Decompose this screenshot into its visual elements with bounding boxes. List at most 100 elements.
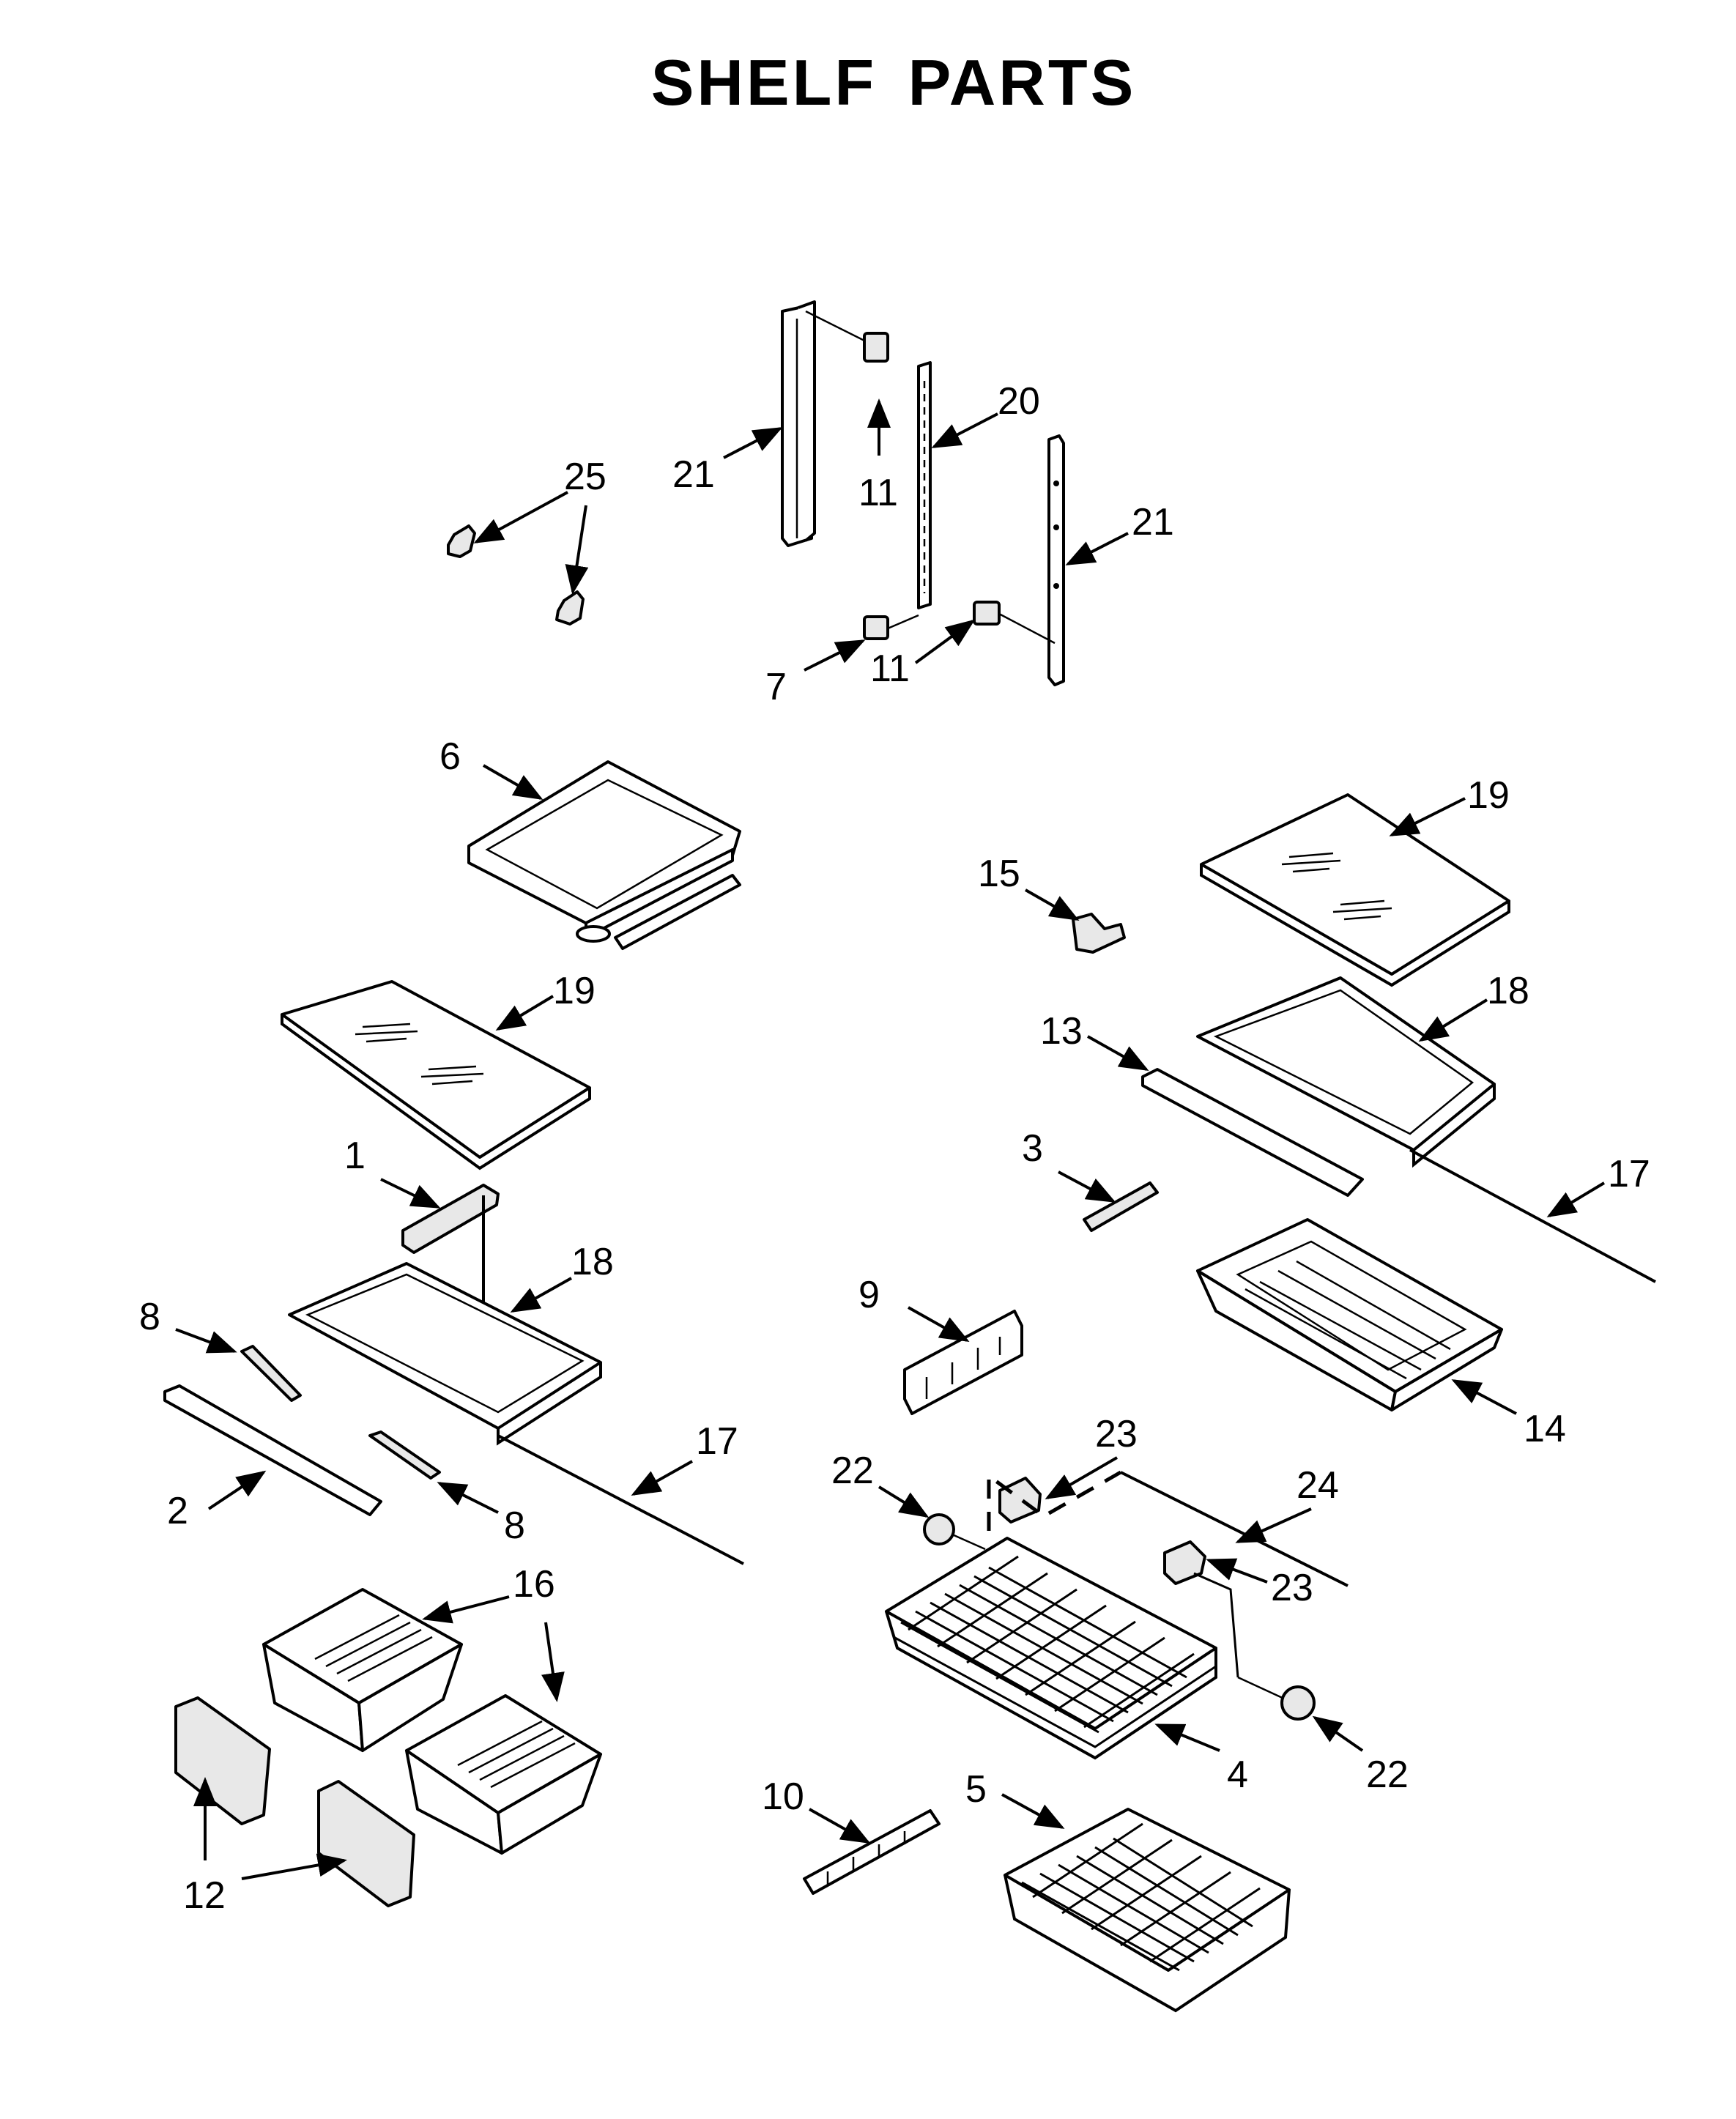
- wire-basket-5: [1004, 1808, 1291, 2013]
- screw-7: [863, 614, 919, 640]
- leader-10: [809, 1808, 871, 1844]
- callout-18a: 18: [1487, 970, 1529, 1012]
- glass-shelf-19-right: [1200, 793, 1510, 987]
- leader-2: [207, 1470, 267, 1510]
- shelf-bracket-15: [1072, 913, 1126, 954]
- divider-10: [803, 1809, 941, 1895]
- clip-3: [1083, 1181, 1159, 1232]
- callout-19a: 19: [553, 970, 596, 1012]
- shelf-clip-1: [401, 1184, 500, 1315]
- screw-11-top: [805, 310, 889, 363]
- leader-21a: [723, 427, 783, 459]
- drawer-14: [1196, 1218, 1503, 1411]
- sliding-shelf-6: [467, 760, 741, 950]
- callout-21a: 21: [672, 453, 715, 496]
- rail-21-left: [781, 300, 816, 547]
- leader-8b: [437, 1482, 499, 1514]
- slide-rod-17-left: [497, 1434, 744, 1565]
- shelf-frame-18-right: [1196, 976, 1496, 1168]
- leader-11b: [914, 619, 976, 664]
- callout-1: 1: [344, 1135, 366, 1177]
- callout-9: 9: [858, 1274, 880, 1316]
- rail-21-right: [1047, 434, 1065, 686]
- rail-20-center: [917, 361, 932, 609]
- callout-20: 20: [998, 380, 1040, 423]
- leader-5: [1001, 1793, 1065, 1829]
- callout-8a: 8: [139, 1296, 160, 1338]
- leader-17b: [631, 1460, 693, 1496]
- callout-22a: 22: [831, 1450, 874, 1492]
- leader-3: [1058, 1170, 1116, 1203]
- leader-21b: [1065, 532, 1129, 565]
- leader-23a: [1045, 1456, 1119, 1500]
- callout-16: 16: [513, 1563, 555, 1606]
- callout-21b: 21: [1132, 501, 1174, 543]
- rail-bracket-23-lower: [1163, 1540, 1239, 1678]
- leader-8a: [175, 1328, 237, 1354]
- callout-23b: 23: [1271, 1567, 1313, 1609]
- basket-rail-24: [987, 1470, 1349, 1587]
- callout-2: 2: [167, 1490, 188, 1532]
- leader-16: [422, 1595, 565, 1702]
- callout-23a: 23: [1095, 1413, 1138, 1455]
- callout-12: 12: [183, 1874, 226, 1917]
- crisper-bin-16-left: [262, 1588, 463, 1752]
- leader-17a: [1546, 1181, 1606, 1218]
- leader-22a: [878, 1485, 930, 1518]
- leader-24: [1235, 1507, 1312, 1543]
- leader-13: [1087, 1035, 1149, 1071]
- clip-8-upper: [240, 1345, 302, 1402]
- rail-bracket-23-upper: [998, 1477, 1042, 1524]
- leader-9: [908, 1306, 970, 1342]
- leader-23b: [1206, 1558, 1268, 1584]
- callout-25: 25: [564, 456, 607, 498]
- leader-7: [804, 639, 866, 672]
- callout-19b: 19: [1467, 774, 1510, 817]
- callout-17b: 17: [696, 1420, 738, 1463]
- crisper-cover-12-left: [174, 1696, 271, 1825]
- callout-6: 6: [439, 735, 461, 778]
- leader-15: [1025, 888, 1080, 921]
- callout-18b: 18: [571, 1241, 614, 1283]
- leader-6: [483, 764, 544, 800]
- leader-19b: [1389, 797, 1466, 836]
- clip-8-lower: [368, 1430, 441, 1480]
- leader-18a: [1418, 998, 1488, 1042]
- callout-15: 15: [978, 853, 1020, 895]
- callout-11b: 11: [870, 647, 910, 690]
- leader-12: [193, 1777, 347, 1880]
- callout-8b: 8: [504, 1504, 525, 1547]
- callout-5: 5: [965, 1768, 987, 1811]
- glass-shelf-19-left: [281, 980, 591, 1170]
- callout-3: 3: [1022, 1127, 1043, 1170]
- leader-4: [1154, 1723, 1220, 1752]
- leader-1: [380, 1178, 441, 1209]
- roller-22-lower: [1237, 1676, 1316, 1721]
- leader-18b: [510, 1277, 572, 1313]
- leader-19a: [495, 995, 554, 1031]
- callout-24: 24: [1297, 1464, 1339, 1507]
- callout-13: 13: [1040, 1010, 1083, 1053]
- slide-rod-17-right: [1409, 1148, 1656, 1283]
- callout-11a: 11: [858, 472, 898, 514]
- shelf-trim-13: [1141, 1068, 1364, 1197]
- leader-20: [931, 412, 998, 448]
- shelf-trim-2: [163, 1384, 382, 1516]
- callout-7: 7: [765, 666, 787, 708]
- screw-11-lower: [973, 601, 1056, 645]
- divider-9: [903, 1310, 1023, 1415]
- leader-22b: [1312, 1715, 1364, 1752]
- shelf-frame-18-left: [288, 1262, 602, 1446]
- crisper-cover-12-right: [317, 1780, 415, 1907]
- callout-14: 14: [1524, 1408, 1566, 1450]
- roller-22-upper: [923, 1513, 986, 1551]
- callout-22b: 22: [1366, 1754, 1409, 1796]
- callout-10: 10: [762, 1775, 804, 1818]
- shelf-support-bracket-25: [447, 524, 585, 626]
- callout-4: 4: [1227, 1754, 1248, 1796]
- crisper-bin-16-right: [405, 1694, 602, 1855]
- callout-17a: 17: [1608, 1153, 1650, 1195]
- leader-25: [473, 491, 589, 595]
- leader-14: [1451, 1379, 1517, 1415]
